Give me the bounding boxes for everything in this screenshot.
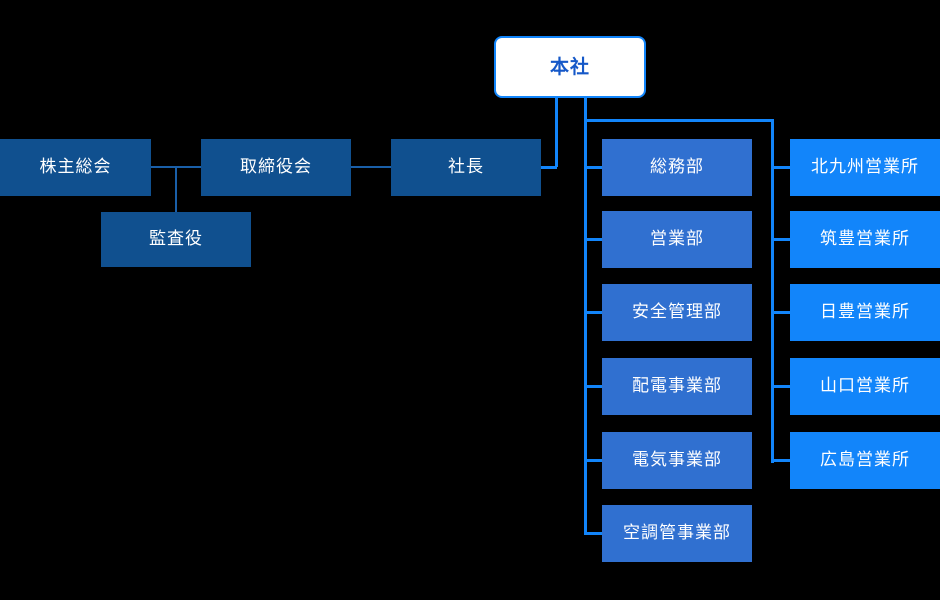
connector-root-stem-left	[555, 98, 558, 167]
org-node-kuchoukan[interactable]: 空調管事業部	[602, 505, 752, 562]
org-node-nippo[interactable]: 日豊営業所	[790, 284, 940, 341]
org-node-label: 山口営業所	[820, 376, 910, 397]
org-node-kansayaku[interactable]: 監査役	[101, 212, 251, 267]
org-node-torishimari[interactable]: 取締役会	[201, 139, 351, 196]
connector-stub-kuchoukan	[584, 532, 603, 535]
connector-stub-yamaguchi	[771, 385, 791, 388]
connector-stub-eigyo	[584, 238, 603, 241]
org-node-hiroshima[interactable]: 広島営業所	[790, 432, 940, 489]
org-node-kabunushi[interactable]: 株主総会	[0, 139, 151, 196]
connector-stub-kitakyushu	[771, 166, 791, 169]
org-node-denki[interactable]: 電気事業部	[602, 432, 752, 489]
org-node-label: 監査役	[149, 229, 203, 250]
org-node-label: 配電事業部	[632, 376, 722, 397]
org-node-label: 空調管事業部	[623, 523, 731, 544]
connector-root-to-shacho	[541, 166, 557, 169]
connector-stub-nippo	[771, 311, 791, 314]
org-node-label: 広島営業所	[820, 450, 910, 471]
org-node-eigyo[interactable]: 営業部	[602, 211, 752, 268]
connector-stub-soumu	[584, 166, 603, 169]
connector-stub-haiden	[584, 385, 603, 388]
org-node-label: 日豊営業所	[820, 302, 910, 323]
connector-torishimari-shacho	[351, 166, 392, 168]
org-node-label: 筑豊営業所	[820, 229, 910, 250]
org-node-label: 取締役会	[240, 157, 312, 178]
connector-stub-hiroshima	[771, 459, 791, 462]
org-node-label: 北九州営業所	[811, 157, 919, 178]
org-node-honsha[interactable]: 本社	[494, 36, 646, 98]
org-node-label: 電気事業部	[632, 450, 722, 471]
connector-stub-chikuho	[771, 238, 791, 241]
org-node-soumu[interactable]: 総務部	[602, 139, 752, 196]
org-node-label: 本社	[549, 55, 590, 78]
org-node-shacho[interactable]: 社長	[391, 139, 541, 196]
connector-root-stem-right	[584, 98, 587, 535]
org-node-kitakyushu[interactable]: 北九州営業所	[790, 139, 940, 196]
connector-kansayaku-riser	[175, 166, 177, 213]
org-node-label: 社長	[448, 157, 484, 178]
org-node-yamaguchi[interactable]: 山口営業所	[790, 358, 940, 415]
connector-office-trunk	[771, 119, 774, 463]
connector-stub-anzen	[584, 311, 603, 314]
org-node-label: 総務部	[650, 157, 704, 178]
org-node-label: 株主総会	[39, 157, 112, 178]
org-node-haiden[interactable]: 配電事業部	[602, 358, 752, 415]
org-node-chikuho[interactable]: 筑豊営業所	[790, 211, 940, 268]
org-node-label: 営業部	[650, 229, 704, 250]
org-node-label: 安全管理部	[632, 302, 722, 323]
org-node-anzen[interactable]: 安全管理部	[602, 284, 752, 341]
connector-stub-denki	[584, 459, 603, 462]
connector-dept-branch-top	[584, 119, 774, 122]
